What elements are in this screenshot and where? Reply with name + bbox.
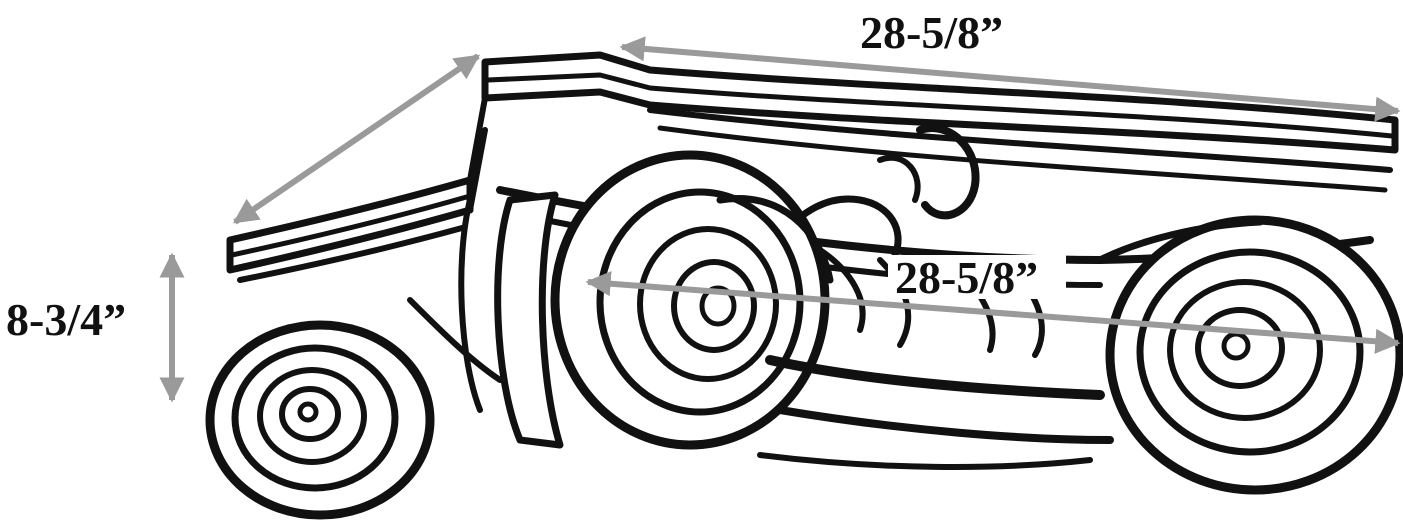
- top-depth-arrow: [232, 53, 481, 225]
- top-width-label: 28-5/8”: [860, 7, 1003, 58]
- bolster: [407, 191, 564, 449]
- left-volute: [205, 320, 435, 520]
- dimension-arrows: [159, 36, 1401, 403]
- front-width-arrow: [585, 271, 1401, 354]
- ionic-capital-illustration: [205, 51, 1403, 520]
- front-width-label-bg: [888, 255, 1066, 299]
- base-shadow: [757, 355, 1114, 470]
- height-label: 8-3/4”: [6, 294, 126, 345]
- top-width-arrow: [619, 36, 1401, 122]
- front-width-label: 28-5/8”: [895, 252, 1038, 303]
